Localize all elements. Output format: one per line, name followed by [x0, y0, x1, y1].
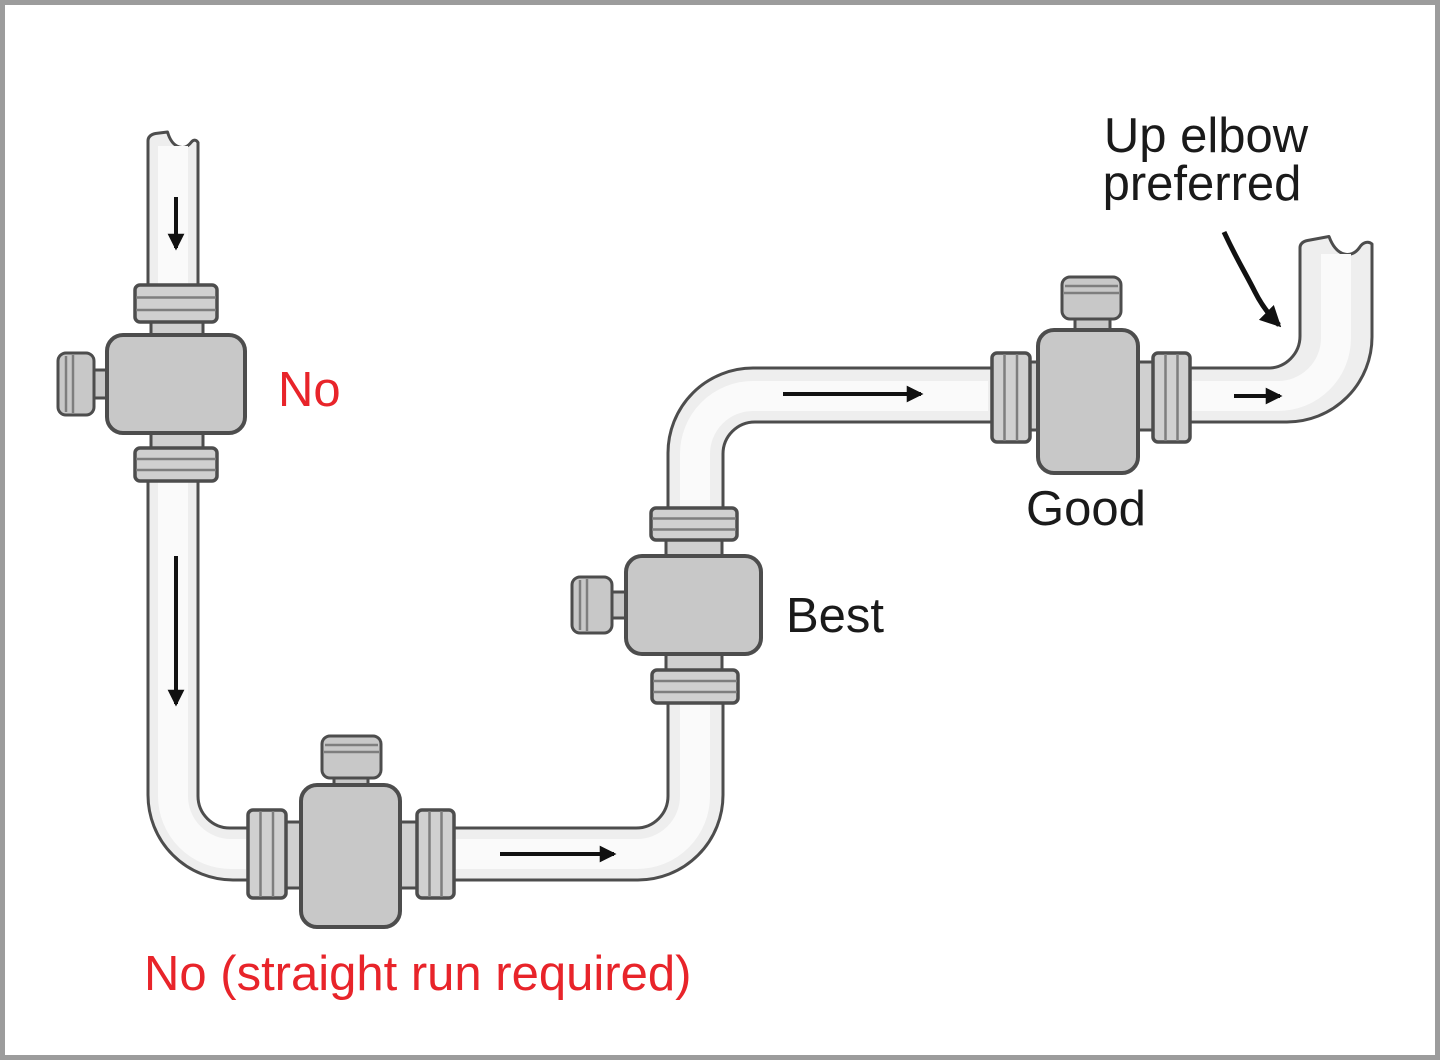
pipe-outlet-up-elbow — [1188, 235, 1374, 424]
meter-best-upper-flange — [649, 506, 739, 542]
flowmeter-no — [56, 283, 247, 483]
pipe-left-downcomer-elbow — [146, 476, 252, 882]
meter-best-upper-flange-stripes — [652, 517, 736, 531]
meter-best-body — [624, 554, 763, 656]
meter-best-knob-stripes — [578, 579, 589, 631]
label-up-elbow-line2: preferred — [1103, 157, 1302, 211]
meter-no-transmitter-knob — [56, 351, 96, 417]
meter-no-lower-flange-stripes — [136, 457, 216, 472]
pipe-riser-highlight — [680, 381, 988, 508]
meter-no-body — [105, 333, 247, 435]
meter-good-knob-stripes — [1064, 284, 1119, 295]
meter-good-transmitter-knob — [1060, 275, 1123, 321]
meter-good-left-flange — [990, 351, 1032, 444]
pipe-top-inlet — [146, 130, 200, 290]
meter-no-upper-flange-stripes — [136, 296, 216, 312]
meter-good-body — [1036, 328, 1140, 475]
meter-good-right-flange-stripes — [1164, 354, 1179, 441]
meter-bottom-body — [299, 783, 402, 929]
label-no: No — [278, 363, 341, 417]
meter-bottom-right-flange-stripes — [428, 811, 443, 897]
pipe-downcomer-highlight — [158, 482, 246, 869]
pipe-riser-to-good-meter — [666, 366, 994, 514]
meter-bottom-left-flange-stripes — [259, 811, 275, 897]
flowmeter-no-straight-run — [246, 734, 456, 929]
label-good: Good — [1026, 482, 1146, 536]
up-elbow-pointer-arrow-icon — [1221, 230, 1282, 328]
meter-bottom-knob-stripes — [324, 743, 379, 754]
pipe-outlet-highlight — [1192, 254, 1351, 411]
meter-good-left-flange-stripes — [1003, 354, 1019, 441]
meter-good-right-flange — [1151, 351, 1192, 444]
meter-no-knob-stripes — [64, 355, 75, 413]
meter-bottom-left-flange — [246, 808, 288, 900]
pipe-bottom-run-highlight — [455, 704, 710, 869]
meter-no-lower-flange — [133, 446, 219, 483]
meter-best-lower-flange — [650, 668, 740, 705]
pipe-bottom-run-up-elbow — [449, 698, 725, 882]
label-no-straight-run: No (straight run required) — [144, 947, 691, 1001]
meter-bottom-right-flange — [415, 808, 456, 900]
flowmeter-good — [990, 275, 1192, 475]
flowmeter-best — [570, 506, 763, 705]
meter-bottom-transmitter-knob — [320, 734, 383, 780]
meter-no-upper-flange — [133, 283, 219, 324]
meter-best-transmitter-knob — [570, 575, 614, 635]
label-best: Best — [786, 589, 884, 643]
label-up-elbow-line1: Up elbow — [1104, 109, 1309, 163]
pipe-bottom-run-outline — [449, 698, 725, 882]
meter-best-lower-flange-stripes — [653, 679, 737, 694]
